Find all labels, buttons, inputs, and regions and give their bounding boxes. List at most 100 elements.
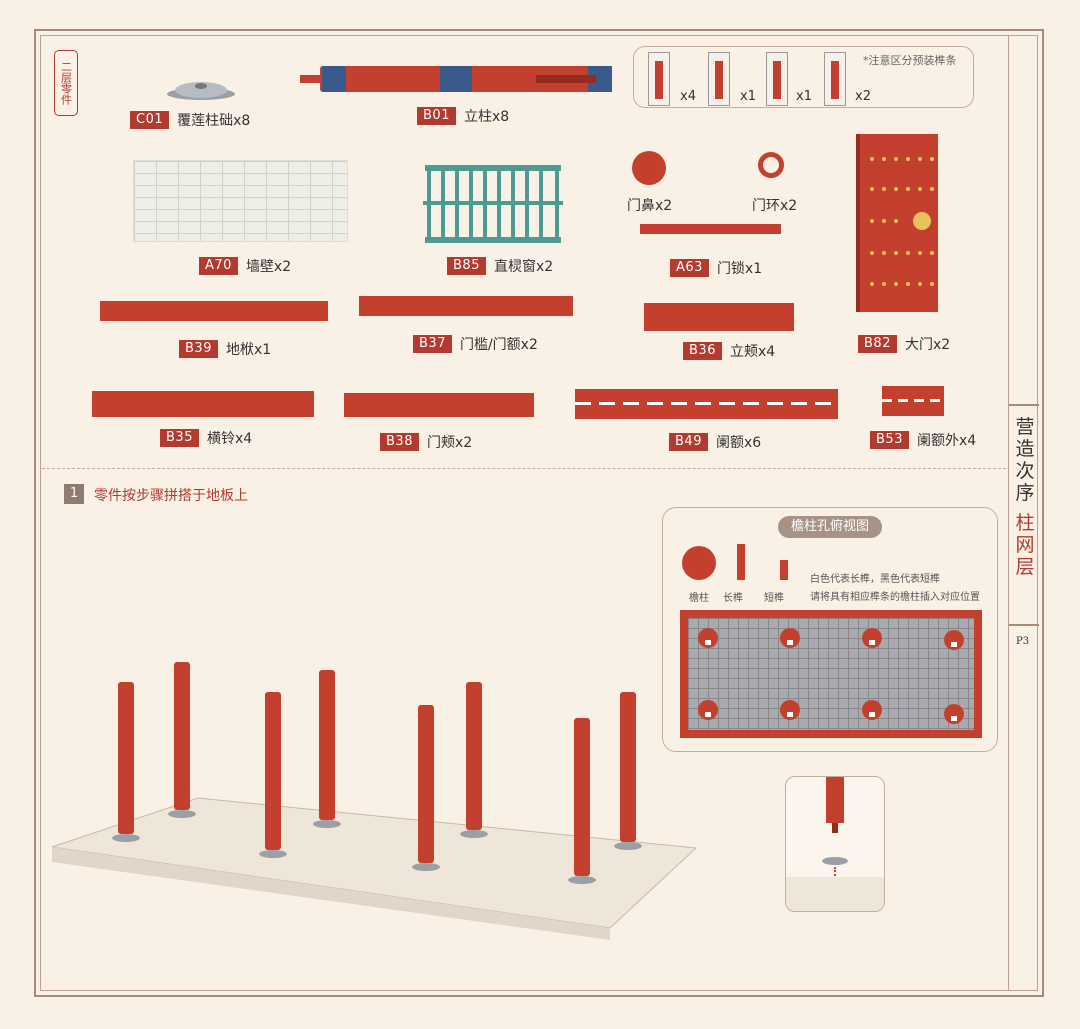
page-number: P3 xyxy=(1016,636,1030,647)
part-b49-label: B49 阑额x6 xyxy=(669,432,761,452)
part-name: 门鼻x2 xyxy=(627,198,673,214)
step-instruction: 零件按步骤拼搭于地板上 xyxy=(94,488,248,504)
part-b82-label: B82 大门x2 xyxy=(858,334,950,354)
legend-note-1: 白色代表长榫，黑色代表短榫 xyxy=(810,574,940,585)
tenon-piece-4 xyxy=(824,52,846,106)
step-number: 1 xyxy=(64,484,84,504)
long-tenon-icon xyxy=(737,544,745,580)
threshold-image xyxy=(359,296,573,316)
part-code: A70 xyxy=(199,257,238,275)
part-name: 横铃x4 xyxy=(206,431,253,447)
part-code: B82 xyxy=(858,335,897,353)
ground-sill-image xyxy=(100,301,328,321)
part-name: 门环x2 xyxy=(752,198,798,214)
tenon-count-4: x2 xyxy=(855,89,871,104)
part-name: 大门x2 xyxy=(904,337,951,353)
door-jamb-image xyxy=(344,393,534,417)
side-title-frame xyxy=(1009,404,1039,626)
side-title: 营造次序 柱网层 xyxy=(1012,416,1038,578)
cross-beam-image xyxy=(92,391,314,417)
hole xyxy=(780,628,800,648)
lattice-window-image xyxy=(423,163,563,245)
legend-short: 短榫 xyxy=(764,593,784,604)
top-view-title: 檐柱孔俯视图 xyxy=(778,516,882,538)
outer-frame xyxy=(34,29,1044,997)
gate-image xyxy=(856,134,938,312)
part-b39-label: B39 地栿x1 xyxy=(179,339,271,359)
side-title-sub: 柱网层 xyxy=(1015,512,1035,578)
wall-image xyxy=(133,160,348,242)
door-ring-label: 门环x2 xyxy=(752,195,797,215)
part-code: C01 xyxy=(130,111,170,129)
lintel-image xyxy=(575,389,838,419)
hole xyxy=(698,628,718,648)
side-title-main: 营造次序 xyxy=(1015,416,1035,504)
door-nose-label: 门鼻x2 xyxy=(627,195,672,215)
part-b35-label: B35 横铃x4 xyxy=(160,428,252,448)
section-divider xyxy=(42,468,1006,469)
inner-frame xyxy=(40,35,1038,991)
column-image xyxy=(300,66,612,92)
tenon-count-2: x1 xyxy=(740,89,756,104)
hole xyxy=(862,628,882,648)
part-name: 门槛/门额x2 xyxy=(459,337,538,353)
detail-zoom-inset xyxy=(785,776,885,912)
part-name: 覆莲柱础x8 xyxy=(177,113,251,129)
hole xyxy=(944,704,964,724)
legend-note-2: 请将具有相应榫条的檐柱插入对应位置 xyxy=(810,592,980,603)
part-b85-label: B85 直棂窗x2 xyxy=(447,256,553,276)
tenon-note: *注意区分预装榫条 xyxy=(863,54,957,67)
tenon-piece-3 xyxy=(766,52,788,106)
part-code: B39 xyxy=(179,340,218,358)
side-column-divider xyxy=(1008,35,1009,991)
part-name: 直棂窗x2 xyxy=(493,259,554,275)
part-b38-label: B38 门颊x2 xyxy=(380,432,472,452)
side-post-image xyxy=(644,303,794,331)
part-name: 阑额外x4 xyxy=(916,433,977,449)
section-stamp: 二层零件 xyxy=(54,50,78,116)
part-code: B01 xyxy=(417,107,456,125)
part-b36-label: B36 立颊x4 xyxy=(683,341,775,361)
tenon-count-3: x1 xyxy=(796,89,812,104)
assembly-illustration xyxy=(50,650,700,940)
hole xyxy=(698,700,718,720)
part-name: 阑额x6 xyxy=(715,435,762,451)
part-name: 墙壁x2 xyxy=(245,259,292,275)
part-name: 门颊x2 xyxy=(426,435,473,451)
legend-long: 长榫 xyxy=(723,593,743,604)
part-code: A63 xyxy=(670,259,709,277)
part-name: 地栿x1 xyxy=(225,342,272,358)
door-lock-image xyxy=(640,224,781,234)
part-code: B85 xyxy=(447,257,486,275)
short-tenon-icon xyxy=(780,560,788,580)
part-b37-label: B37 门槛/门额x2 xyxy=(413,334,538,354)
door-ring-image xyxy=(758,152,784,178)
part-name: 立柱x8 xyxy=(463,109,510,125)
hole xyxy=(862,700,882,720)
legend-column: 檐柱 xyxy=(689,593,709,604)
part-b53-label: B53 阑额外x4 xyxy=(870,430,976,450)
tenon-note-box xyxy=(633,46,974,108)
hole xyxy=(780,700,800,720)
tenon-count-1: x4 xyxy=(680,89,696,104)
part-code: B37 xyxy=(413,335,452,353)
tenon-piece-1 xyxy=(648,52,670,106)
part-c01-label: C01 覆莲柱础x8 xyxy=(130,110,250,130)
part-code: B53 xyxy=(870,431,909,449)
part-code: B38 xyxy=(380,433,419,451)
hole xyxy=(944,630,964,650)
column-hole-icon xyxy=(682,546,716,580)
part-a70-label: A70 墙壁x2 xyxy=(199,256,291,276)
outer-lintel-image xyxy=(882,386,944,416)
column-hole-grid xyxy=(680,610,982,738)
part-name: 立颊x4 xyxy=(729,344,776,360)
part-a63-label: A63 门锁x1 xyxy=(670,258,762,278)
part-code: B36 xyxy=(683,342,722,360)
door-nose-image xyxy=(632,151,666,185)
part-code: B35 xyxy=(160,429,199,447)
part-name: 门锁x1 xyxy=(716,261,763,277)
part-code: B49 xyxy=(669,433,708,451)
part-b01-label: B01 立柱x8 xyxy=(417,106,509,126)
tenon-piece-2 xyxy=(708,52,730,106)
lotus-base-image xyxy=(165,80,237,100)
